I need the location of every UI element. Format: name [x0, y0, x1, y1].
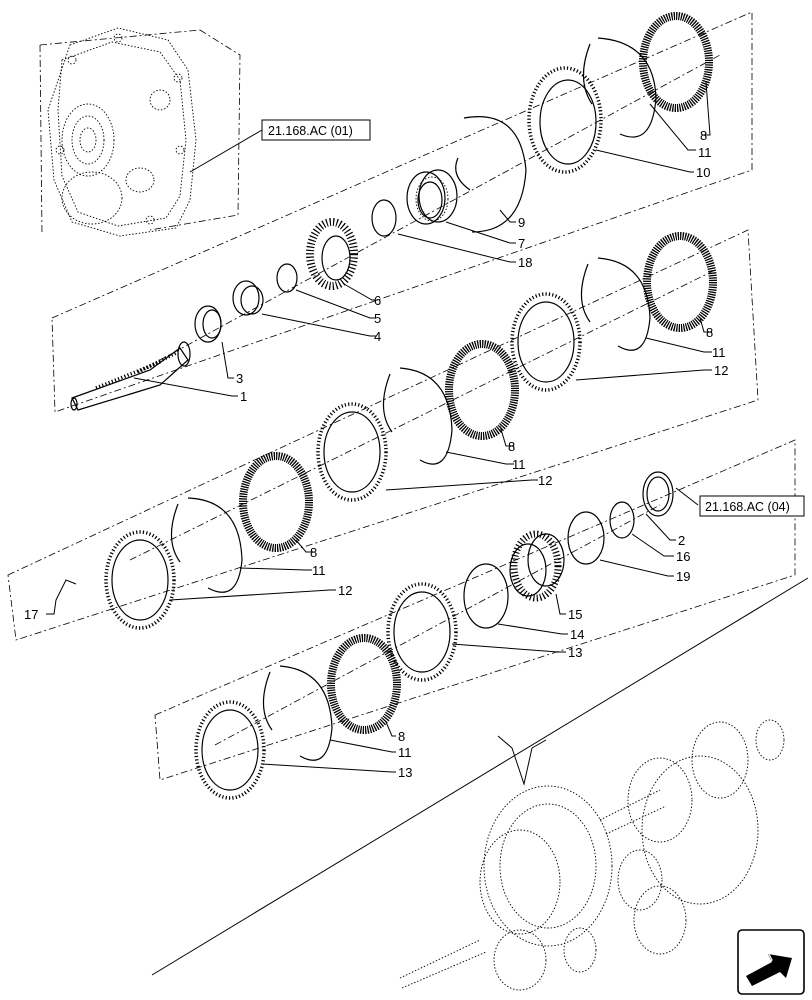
callout-8: 8 — [398, 729, 405, 744]
part-17-pin — [55, 579, 77, 601]
part-11-ring-e — [262, 665, 333, 761]
part-11-ring-b — [580, 257, 651, 351]
part-8-friction-disc-e — [327, 634, 401, 734]
callout-13: 13 — [568, 645, 582, 660]
part-6-gear — [306, 218, 358, 290]
callout-5: 5 — [374, 311, 381, 326]
part-11-ring-c — [382, 367, 453, 465]
callout-11: 11 — [312, 563, 326, 578]
part-8-friction-disc-b — [643, 232, 717, 332]
part-13-steel-disc-b — [194, 700, 266, 800]
part-9-split-ring — [455, 116, 527, 233]
transmission-housing-icon — [47, 27, 197, 237]
leader-lines — [46, 81, 712, 773]
part-13-steel-disc-a — [386, 582, 458, 682]
part-15-hub — [509, 530, 565, 602]
reference-label-upper: 21.168.AC (01) — [268, 124, 353, 138]
part-5-snap-ring — [276, 263, 298, 293]
part-12-steel-disc-a — [510, 292, 582, 392]
input-shaft — [70, 341, 191, 411]
callout-2: 2 — [678, 533, 685, 548]
callout-10: 10 — [696, 165, 710, 180]
callout-1: 1 — [240, 389, 247, 404]
callout-12: 12 — [538, 473, 552, 488]
callout-14: 14 — [570, 627, 584, 642]
callout-3: 3 — [236, 371, 243, 386]
reference-label-lower: 21.168.AC (04) — [705, 500, 790, 514]
callout-19: 19 — [676, 569, 690, 584]
part-12-steel-disc-b — [316, 402, 388, 502]
callout-11: 11 — [712, 345, 726, 360]
callout-13: 13 — [398, 765, 412, 780]
part-18-ring — [371, 199, 397, 237]
callout-7: 7 — [518, 236, 525, 251]
reference-box-lower[interactable]: 21.168.AC (04) — [699, 495, 805, 517]
callout-8: 8 — [508, 439, 515, 454]
callout-12: 12 — [338, 583, 352, 598]
callout-16: 16 — [676, 549, 690, 564]
callout-11: 11 — [698, 145, 712, 160]
callout-8: 8 — [700, 128, 707, 143]
part-2-snap-ring — [642, 471, 674, 517]
callout-18: 18 — [518, 255, 532, 270]
callout-11: 11 — [398, 745, 412, 760]
callout-12: 12 — [714, 363, 728, 378]
gear-shaft-assembly-icon — [399, 719, 785, 991]
callout-numbers: 8 11 10 9 7 18 6 5 4 3 1 8 11 12 8 11 12… — [24, 128, 728, 780]
next-page-arrow-icon[interactable] — [737, 929, 805, 995]
part-19-washer — [567, 511, 605, 565]
part-10-steel-disc — [527, 66, 603, 174]
part-12-steel-disc-c — [104, 530, 176, 630]
part-8-friction-disc-a — [639, 12, 713, 112]
callout-8: 8 — [310, 545, 317, 560]
part-11-ring-d — [170, 497, 243, 593]
part-8-friction-disc-d — [239, 452, 313, 552]
reference-box-upper[interactable]: 21.168.AC (01) — [261, 119, 371, 141]
part-16-ring — [609, 501, 635, 539]
callout-11: 11 — [512, 457, 526, 472]
part-11-ring-a — [582, 37, 657, 138]
callout-6: 6 — [374, 293, 381, 308]
callout-17: 17 — [24, 607, 38, 622]
callout-4: 4 — [374, 329, 381, 344]
part-4-spacer — [232, 280, 264, 316]
callout-9: 9 — [518, 215, 525, 230]
part-14-ring — [463, 563, 509, 629]
part-7-bearing — [406, 169, 458, 225]
part-8-friction-disc-c — [445, 340, 519, 440]
callout-15: 15 — [568, 607, 582, 622]
part-3-bushing — [194, 305, 222, 343]
callout-8: 8 — [706, 325, 713, 340]
